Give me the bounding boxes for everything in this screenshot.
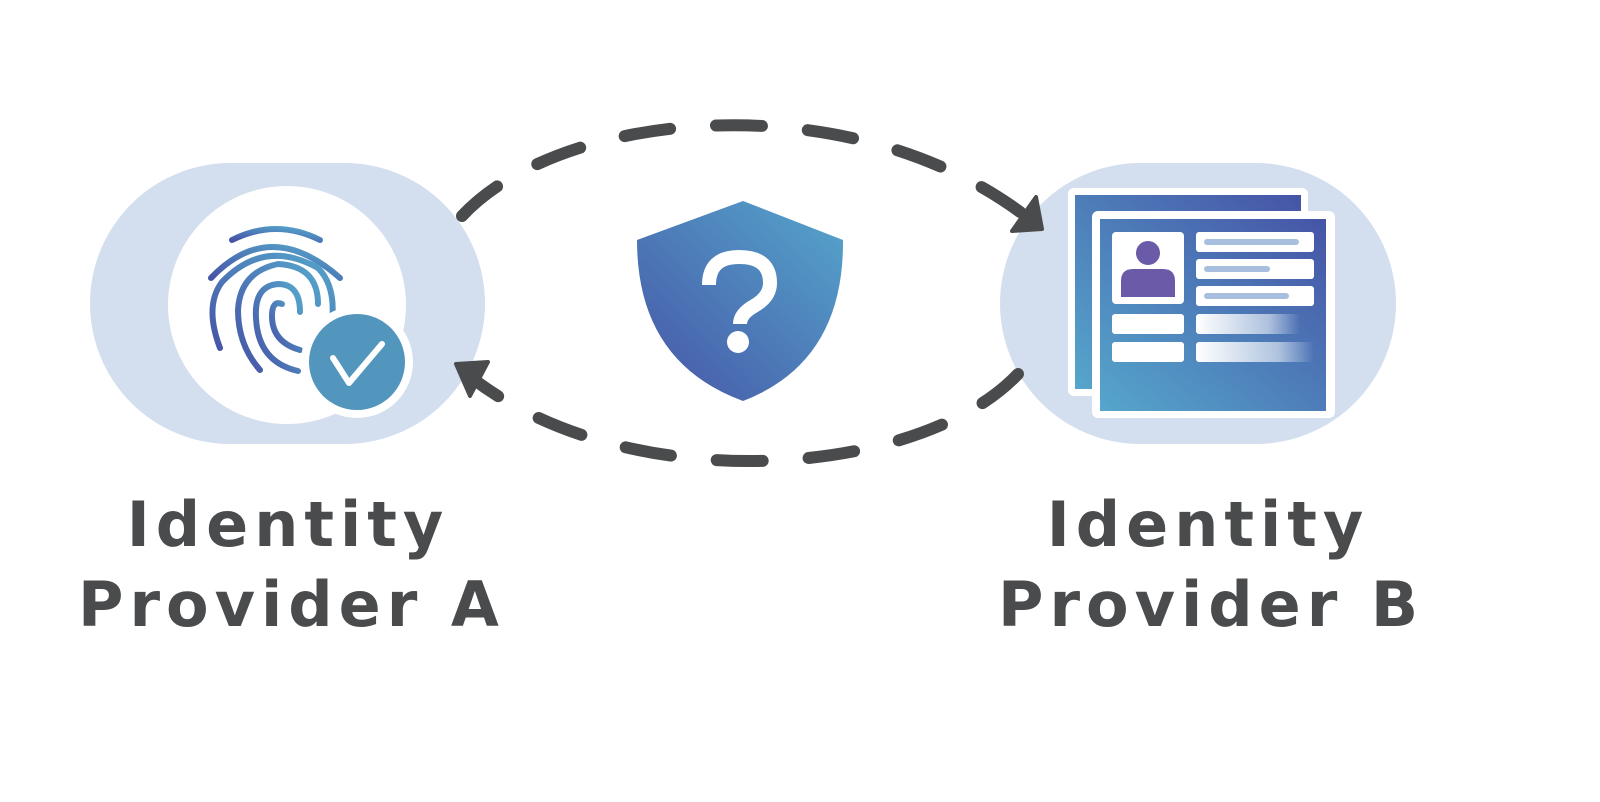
- provider-b-node: [1000, 163, 1396, 444]
- fingerprint-icon: [208, 226, 343, 374]
- id-profile-card-icon: [1068, 188, 1335, 418]
- provider-a-node: [90, 163, 485, 444]
- provider-b-label-line2: Provider B: [998, 568, 1425, 641]
- flow-arrow-b-to-a: [466, 368, 1024, 467]
- provider-b-label-line1: Identity: [1046, 488, 1370, 561]
- provider-b-label: Identity Provider B: [998, 485, 1418, 645]
- flow-arrow-a-to-b: [456, 119, 1034, 224]
- provider-a-label-line2: Provider A: [78, 568, 505, 641]
- arrowhead-b-icon: [1010, 195, 1044, 233]
- check-badge-icon: [301, 306, 413, 418]
- shield-question-icon: [637, 201, 844, 401]
- provider-a-label-line1: Identity: [126, 488, 450, 561]
- arrowhead-a-icon: [454, 360, 490, 398]
- flow-arrows: [454, 119, 1044, 467]
- provider-a-label: Identity Provider A: [78, 485, 505, 645]
